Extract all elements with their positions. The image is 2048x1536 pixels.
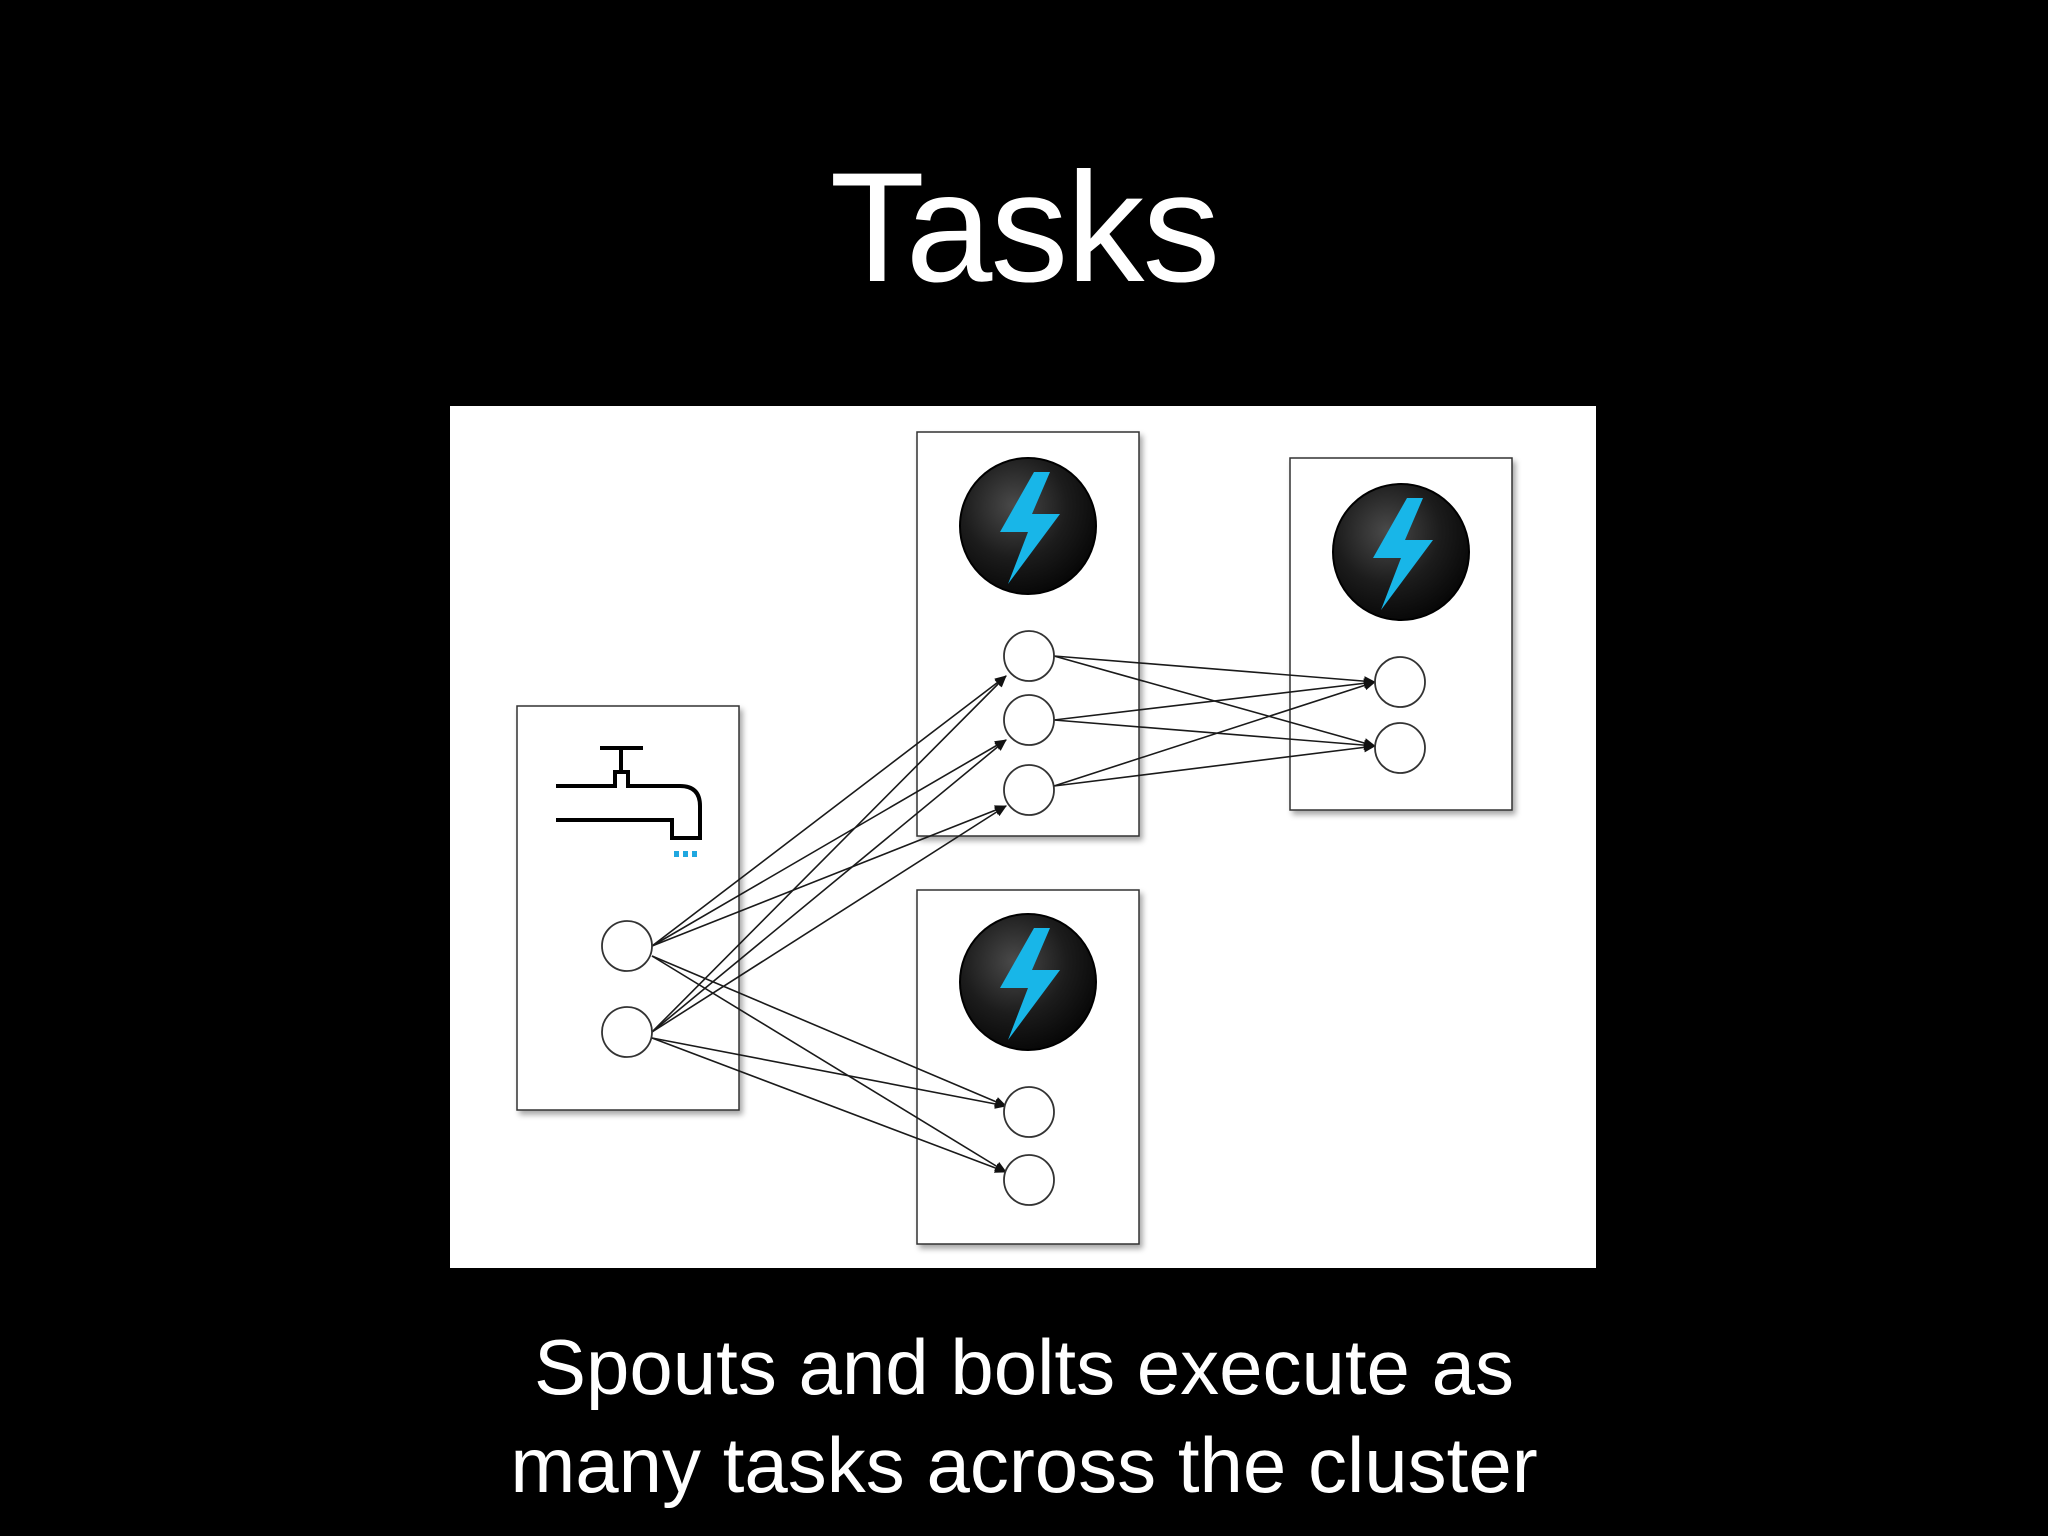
connection-arrow	[1053, 719, 1376, 751]
bolt-task	[1003, 630, 1055, 682]
connection-arrow	[651, 955, 1007, 1107]
connections	[651, 655, 1376, 1173]
connection-arrow	[651, 675, 1007, 947]
connection-arrow	[651, 675, 1007, 1033]
topology-diagram-svg	[516, 431, 1513, 1245]
connection-arrow	[651, 1037, 1007, 1173]
connection-arrow	[1053, 742, 1376, 787]
connection-arrow	[651, 805, 1007, 1033]
bolt-task	[1003, 1154, 1055, 1206]
connection-arrow	[651, 1037, 1007, 1109]
water-drops	[674, 851, 697, 857]
connection-arrow	[1053, 655, 1376, 687]
bolt-task	[1003, 764, 1055, 816]
caption-line-2: many tasks across the cluster	[510, 1421, 1538, 1509]
spout-task	[601, 1006, 653, 1058]
slide-caption: Spouts and bolts execute as many tasks a…	[0, 1318, 2048, 1514]
faucet-icon	[556, 746, 702, 840]
connection-arrow	[651, 739, 1007, 947]
slide-title: Tasks	[829, 141, 1221, 315]
spout-task	[601, 920, 653, 972]
lightning-bolt-icon	[959, 457, 1097, 595]
connection-arrow	[1053, 678, 1376, 721]
bolt-task	[1003, 1086, 1055, 1138]
bolt-task	[1003, 694, 1055, 746]
bolt-task	[1374, 722, 1426, 774]
connection-arrow	[651, 955, 1007, 1173]
connection-arrow	[1053, 680, 1376, 787]
connection-arrow	[651, 805, 1007, 947]
bolt-task	[1374, 656, 1426, 708]
connection-arrow	[651, 739, 1007, 1033]
topology-diagram	[450, 406, 1596, 1268]
lightning-bolt-icon	[959, 913, 1097, 1051]
lightning-bolt-icon	[1332, 483, 1470, 621]
caption-line-1: Spouts and bolts execute as	[534, 1323, 1514, 1411]
